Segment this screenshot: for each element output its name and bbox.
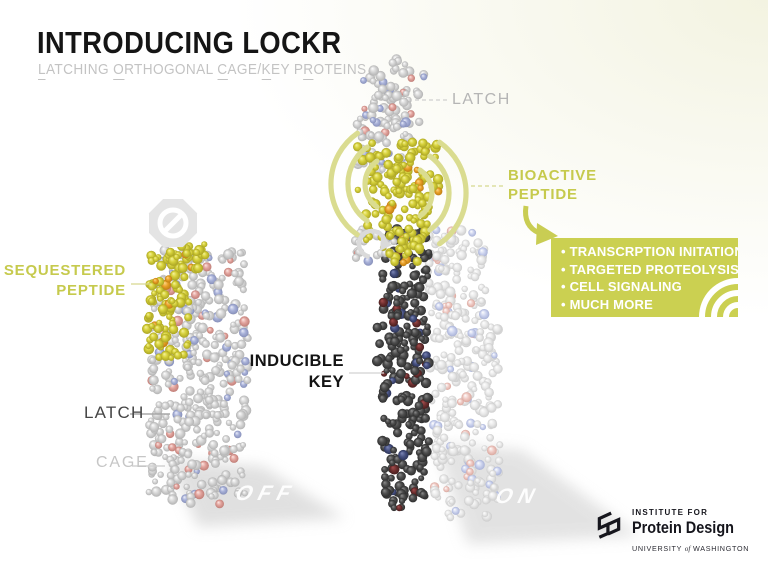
benefits-list: • TRANSCRPTION INITATION • TARGETED PROT… (561, 243, 738, 313)
logo-university-line: UNIVERSITY of WASHINGTON (632, 544, 750, 553)
arrow-to-benefits-icon (523, 205, 558, 245)
ipd-logo-text: INSTITUTE FOR Protein Design UNIVERSITY … (632, 508, 752, 553)
cage-protein-right (424, 225, 504, 522)
ipd-logo-icon (597, 511, 621, 539)
signal-waves-right-icon (417, 139, 469, 247)
state-label-off: OFF (233, 482, 300, 505)
shadow-off (168, 460, 345, 527)
benefit-item: • CELL SIGNALING (561, 279, 682, 294)
benefit-item: • MUCH MORE (561, 296, 653, 312)
signal-waves-left-icon (328, 130, 380, 238)
label-latch-right: LATCH (452, 91, 511, 108)
prohibition-icon (149, 199, 197, 247)
page-title: INTRODUCING LOCKR (37, 25, 342, 60)
label-inducible-key: INDUCIBLE KEY (249, 352, 344, 391)
state-label-on: ON (493, 485, 543, 508)
label-bioactive-peptide: BIOACTIVE PEPTIDE (508, 167, 597, 203)
page-subtitle: LATCHING ORTHOGONAL CAGE/KEY PROTEINS (38, 62, 367, 80)
benefits-box: • TRANSCRPTION INITATION • TARGETED PROT… (551, 238, 738, 317)
logo-name-line: Protein Design (632, 518, 734, 537)
label-latch-left: LATCH (84, 403, 145, 422)
wifi-corner-icon (699, 278, 738, 317)
sequestered-peptide-graphic (142, 241, 210, 362)
rotate-arrow-icon (356, 228, 392, 260)
label-cage: CAGE (96, 454, 149, 471)
benefit-item: • TRANSCRPTION INITATION (561, 244, 738, 259)
label-sequestered-peptide: SEQUESTERED PEPTIDE (3, 262, 126, 299)
logo-institute-line: INSTITUTE FOR (632, 508, 709, 517)
benefit-item: • TARGETED PROTEOLYSIS (561, 261, 738, 277)
